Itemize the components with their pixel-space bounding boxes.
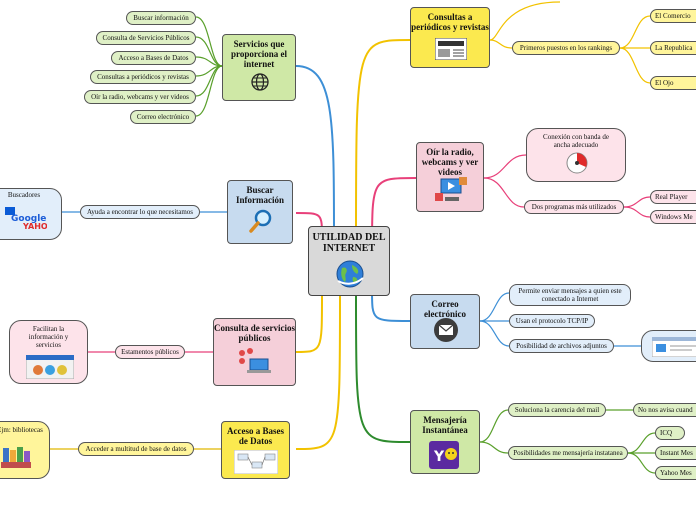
globe-outline-icon [251,73,269,91]
multimedia-icon [435,177,467,201]
consulta-detail[interactable]: Estamentos públicos [115,345,185,359]
books-icon [1,447,31,468]
search-engines-logo-icon: Google YAHOO! [5,207,47,231]
topic-periodicos[interactable]: Consultas a periódicos y revistas [410,7,490,68]
globe-icon [336,260,364,288]
periodicos-item[interactable]: El Comercio [650,9,696,23]
mensajeria-item[interactable]: Instant Mes [655,446,696,460]
yahoo-messenger-icon: Y [429,441,459,469]
correo-title: Correo electrónico [424,299,466,319]
correo-item[interactable]: Usan el protocolo TCP/IP [509,314,595,328]
periodicos-title: Consultas a periódicos y revistas [411,12,489,32]
servicios-title: Servicios que proporciona el internet [231,39,287,69]
buscar-leaf-label: Buscadores [7,191,41,199]
mensajeria-item[interactable]: Yahoo Mes [655,466,696,480]
topic-mensajeria[interactable]: Mensajería Instantánea Y [410,410,480,474]
radio-item[interactable]: Real Player [650,190,696,204]
center-title: UTILIDAD DEL INTERNET [312,232,386,254]
acceso-title: Acceso a Bases de Datos [227,426,284,446]
public-services-image-icon [26,355,74,379]
servicios-item[interactable]: Consulta de Servicios Públicos [96,31,196,45]
radio-detail-programs[interactable]: Dos programas más utilizados [524,200,624,214]
mensajeria-detail[interactable]: Posibilidades me mensajería instatanea [508,446,628,460]
topic-correo[interactable]: Correo electrónico [410,294,480,349]
acceso-leaf[interactable]: Ejm: bibliotecas [0,421,50,479]
mensajeria-title: Mensajería Instantánea [422,415,468,435]
attachment-window-icon [652,337,696,357]
magnifier-icon [249,209,272,233]
acceso-leaf-label: Ejm: bibliotecas [0,426,43,434]
topic-acceso[interactable]: Acceso a Bases de Datos [221,421,290,479]
mensajeria-leaf[interactable]: No nos avisa cuand [633,403,696,417]
speed-gauge-icon [566,152,588,174]
buscar-title: Buscar Información [236,185,284,205]
servicios-item[interactable]: Acceso a Bases de Datos [111,51,196,65]
correo-item[interactable]: Posibilidad de archivos adjuntos [509,339,614,353]
radio-detail-bandwidth[interactable]: Conexión con banda de ancha adecuado [526,128,626,182]
svg-text:Y: Y [433,449,445,465]
newspaper-icon [435,38,467,60]
center-topic[interactable]: UTILIDAD DEL INTERNET [308,226,390,296]
periodicos-item[interactable]: El Ojo [650,76,696,90]
periodicos-item[interactable]: La Republica [650,41,696,55]
servicios-item[interactable]: Oír la radio, webcams y ver videos [84,90,196,104]
laptop-people-icon [239,348,271,373]
buscar-detail[interactable]: Ayuda a encontrar lo que necesitamos [80,205,200,219]
svg-text:YAHOO!: YAHOO! [22,222,47,231]
radio-title: Oír la radio, webcams y ver videos [421,147,479,177]
servicios-item[interactable]: Correo electrónico [130,110,196,124]
correo-attachments-image[interactable] [641,330,696,362]
radio-item[interactable]: Windows Me [650,210,696,224]
consulta-leaf-label: Facilitan la información y servicios [28,325,69,349]
mensajeria-item[interactable]: ICQ [655,426,685,440]
servicios-item[interactable]: Buscar información [126,11,196,25]
consulta-leaf[interactable]: Facilitan la información y servicios [9,320,88,384]
mensajeria-detail[interactable]: Soluciona la carencia del mail [508,403,606,417]
topic-buscar[interactable]: Buscar Información [227,180,293,244]
radio-detail1-label: Conexión con banda de ancha adecuado [543,133,609,149]
servicios-item[interactable]: Consultas a periódicos y revistas [90,70,196,84]
acceso-detail[interactable]: Acceder a multitud de base de datos [78,442,194,456]
buscar-leaf[interactable]: Buscadores Google YAHOO! [0,188,62,240]
topic-radio[interactable]: Oír la radio, webcams y ver videos [416,142,484,212]
correo-item[interactable]: Permite enviar mensajes a quien este con… [509,284,631,306]
topic-servicios[interactable]: Servicios que proporciona el internet [222,34,296,101]
consulta-title: Consulta de servicios públicos [214,323,295,343]
svg-text:Google: Google [11,214,46,224]
periodicos-detail[interactable]: Primeros puestos en los rankings [512,41,620,55]
topic-consulta[interactable]: Consulta de servicios públicos [213,318,296,386]
mail-icon [434,318,458,342]
database-diagram-icon [234,450,278,474]
